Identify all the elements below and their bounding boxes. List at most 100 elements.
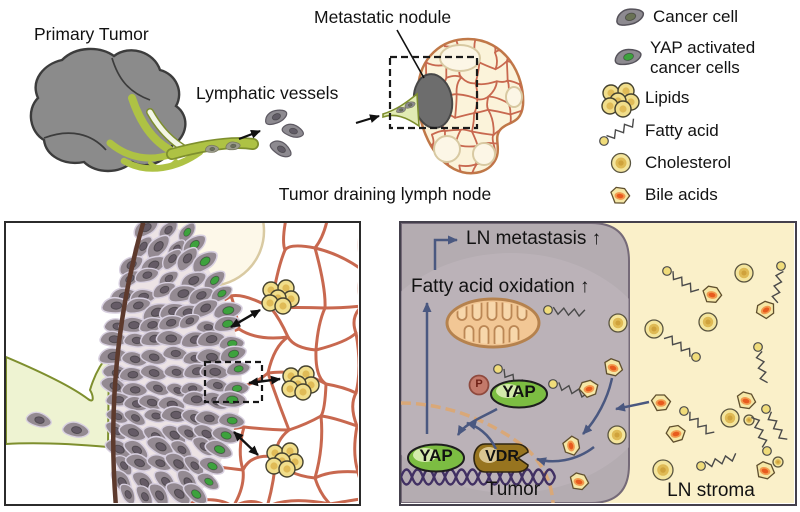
- yap-export-arrow: [466, 421, 498, 450]
- cancer-cell-icon: [205, 144, 219, 153]
- tumor-label: Tumor: [485, 479, 541, 500]
- lipids-icon: [281, 365, 320, 401]
- cancer-cell-icon: [139, 348, 167, 366]
- exchange-arrow: [233, 431, 259, 456]
- mechanism-art: [401, 223, 794, 503]
- yap-nucleus-label: YAP: [419, 446, 453, 465]
- lymph-node-zoom-art: [6, 223, 358, 503]
- cancer-cell-icon: [211, 425, 240, 445]
- cholesterol-icon: [734, 263, 754, 283]
- fao-to-metastasis-arrow: [433, 235, 458, 270]
- mitochondrion-icon: [445, 297, 541, 349]
- lipids-icon: [601, 82, 640, 118]
- vessel-pointer-arrow: [355, 114, 380, 125]
- bile-to-vdr-arrow: [536, 446, 595, 466]
- cancer-cell-icon: [616, 8, 645, 26]
- cancer-cell-icon: [152, 281, 177, 299]
- cancer-cell-icon: [178, 313, 201, 330]
- cancer-cell-icon: [269, 140, 292, 158]
- cancer-cell-icon: [124, 453, 153, 472]
- legend-yap-activated-label: YAP activated cancer cells: [650, 38, 756, 77]
- phospho-p-label: P: [475, 378, 483, 390]
- afferent-vessel-shape: [6, 351, 111, 449]
- legend-cholesterol-label: Cholesterol: [645, 153, 731, 172]
- bile-acid-icon: [610, 186, 631, 204]
- ln-stroma-label: LN stroma: [667, 480, 755, 501]
- cancer-cell-icon: [144, 379, 170, 397]
- top-overview-art: [29, 8, 645, 204]
- fatty-acid-icon: [599, 118, 635, 146]
- cancer-cell-icon: [281, 123, 304, 138]
- yap-protein: [407, 443, 465, 473]
- bile-acid-icon: [755, 300, 775, 320]
- cancer-cell-icon: [119, 483, 136, 503]
- bile-acid-icon: [650, 394, 672, 412]
- zoom-region-box: [388, 55, 479, 130]
- bile-acid-icon: [736, 391, 757, 410]
- ln-metastasis-label: LN metastasis ↑: [466, 228, 602, 249]
- fatty-acid-icon: [753, 342, 768, 384]
- lymphatic-vessels-label: Lymphatic vessels: [196, 83, 339, 103]
- cancer-cell-icon: [118, 316, 149, 334]
- legend-cancer-cell-label: Cancer cell: [653, 7, 739, 26]
- bile-route-arrow: [582, 377, 614, 435]
- cancer-cell-icon: [191, 250, 218, 274]
- cancer-cell-icon: [396, 107, 406, 113]
- bile-acid-icon: [665, 424, 686, 443]
- bile-entry-arrow: [615, 400, 650, 412]
- cancer-cell-icon: [123, 439, 149, 460]
- lymphoid-follicle: [433, 135, 461, 163]
- fatty-acid-oxidation-label: Fatty acid oxidation ↑: [411, 276, 590, 297]
- cholesterol-icon: [608, 313, 628, 333]
- bile-acid-icon: [756, 461, 776, 480]
- fatty-acid-icon: [543, 305, 586, 318]
- cancer-cell-icon: [182, 482, 208, 503]
- cancer-cell-icon: [134, 267, 160, 284]
- cancer-cell-icon: [196, 472, 220, 491]
- cancer-cell-icon: [61, 421, 90, 438]
- fatty-acid-icon: [771, 261, 786, 304]
- cholesterol-icon: [698, 312, 718, 332]
- bile-acid-icon: [604, 358, 624, 377]
- lymphoid-follicle: [472, 142, 496, 166]
- cancer-cell-icon: [176, 246, 199, 272]
- lymph-node-zoom-panel: [4, 221, 361, 506]
- cancer-cell-icon: [217, 412, 246, 429]
- zoom-region-box: [203, 360, 264, 404]
- vdr-protein: [473, 443, 529, 473]
- cancer-cell-icon: [210, 285, 233, 303]
- node-capsule-rim: [110, 223, 146, 503]
- legend-bile-acids-label: Bile acids: [645, 185, 718, 204]
- cancer-cell-icon: [216, 390, 248, 409]
- exchange-arrow: [230, 308, 261, 329]
- fatty-acid-icon: [663, 335, 701, 362]
- fatty-acid-icon: [761, 404, 788, 440]
- cancer-cell-icon: [148, 483, 170, 503]
- yap-import-arrow: [456, 407, 498, 436]
- cholesterol-icon: [652, 459, 674, 481]
- mechanism-panel: LN metastasis ↑ Fatty acid oxidation ↑ P…: [399, 221, 797, 506]
- exchange-arrow: [248, 375, 281, 387]
- fatty-acid-icon: [548, 379, 590, 398]
- yap-activated-cancer-cell-icon: [614, 48, 642, 66]
- cancer-cell-icon: [192, 423, 219, 444]
- cancer-cell-icon: [225, 361, 251, 377]
- lipids-icon: [265, 442, 304, 478]
- yap-protein: [490, 379, 548, 409]
- bile-acid-icon: [569, 472, 590, 491]
- cancer-cell-icon: [195, 347, 227, 366]
- phospho-group: [468, 374, 490, 396]
- fatty-acid-icon: [679, 406, 715, 435]
- metastatic-nodule-label: Metastatic nodule: [314, 7, 452, 27]
- cancer-cell-icon: [198, 456, 225, 475]
- lipids-icon: [261, 279, 300, 315]
- cancer-cell-icon: [145, 435, 175, 457]
- cancer-cell-icon: [192, 298, 219, 319]
- cholesterol-icon: [720, 408, 740, 428]
- nodule-pointer-line: [396, 29, 425, 79]
- legend-fatty-acid-label: Fatty acid: [645, 121, 719, 140]
- primary-tumor-shape: [29, 47, 187, 173]
- legend-lipids-label: Lipids: [645, 88, 690, 107]
- tumor-draining-lymph-node-label: Tumor draining lymph node: [278, 184, 492, 204]
